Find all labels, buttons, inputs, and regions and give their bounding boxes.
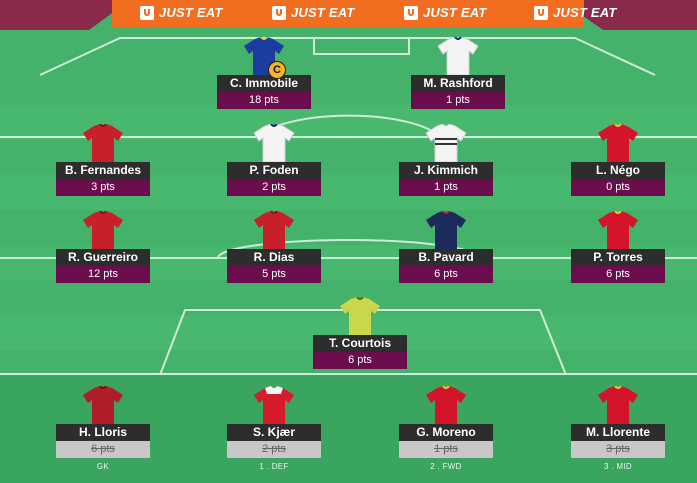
player-name: H. Lloris [56, 424, 150, 441]
bench-player-card[interactable]: G. Moreno 1 pts 2 . FWD [399, 386, 493, 471]
player-card[interactable]: J. Kimmich 1 pts [399, 124, 493, 196]
yellow-shirt-icon [340, 297, 380, 335]
sponsor-logo: JUST EAT [404, 5, 486, 20]
player-name: B. Fernandes [56, 162, 150, 179]
sponsor-icon [534, 5, 548, 20]
bench-player-card[interactable]: M. Llorente 3 pts 3 . MID [571, 386, 665, 471]
bench-player-card[interactable]: H. Lloris 6 pts GK [56, 386, 150, 471]
red-shirt-icon [598, 386, 638, 424]
player-points: 18 pts [217, 92, 311, 109]
player-points: 6 pts [399, 266, 493, 283]
player-name: B. Pavard [399, 249, 493, 266]
sponsor-logo: JUST EAT [272, 5, 354, 20]
player-name: G. Moreno [399, 424, 493, 441]
player-card[interactable]: B. Pavard 6 pts [399, 211, 493, 283]
player-name: L. Négo [571, 162, 665, 179]
sponsor-logo: JUST EAT [534, 5, 616, 20]
player-card[interactable]: C C. Immobile 18 pts [217, 37, 311, 109]
player-name: S. Kjær [227, 424, 321, 441]
player-points: 3 pts [56, 179, 150, 196]
player-name: M. Llorente [571, 424, 665, 441]
player-points: 12 pts [56, 266, 150, 283]
player-points: 1 pts [399, 441, 493, 458]
player-name: M. Rashford [411, 75, 505, 92]
player-points: 5 pts [227, 266, 321, 283]
player-card[interactable]: R. Guerreiro 12 pts [56, 211, 150, 283]
player-name: J. Kimmich [399, 162, 493, 179]
player-points: 0 pts [571, 179, 665, 196]
bench-player-card[interactable]: S. Kjær 2 pts 1 . DEF [227, 386, 321, 471]
player-points: 1 pts [411, 92, 505, 109]
player-points: 1 pts [399, 179, 493, 196]
red-shirt-icon [83, 211, 123, 249]
player-card[interactable]: T. Courtois 6 pts [313, 297, 407, 369]
white-black-shirt-icon [425, 124, 467, 162]
player-name: P. Foden [227, 162, 321, 179]
player-name: T. Courtois [313, 335, 407, 352]
player-card[interactable]: P. Torres 6 pts [571, 211, 665, 283]
red-shirt-icon [83, 386, 123, 424]
player-points: 6 pts [571, 266, 665, 283]
player-name: C. Immobile [217, 75, 311, 92]
bench-position-label: 3 . MID [604, 462, 632, 471]
player-points: 2 pts [227, 179, 321, 196]
player-points: 3 pts [571, 441, 665, 458]
navy-shirt-icon [426, 211, 466, 249]
white-shirt-icon [253, 124, 295, 162]
captain-badge: C [268, 61, 286, 79]
sponsor-icon [140, 5, 154, 20]
red-shirt-icon [426, 386, 466, 424]
player-points: 2 pts [227, 441, 321, 458]
red-white-shirt-icon [254, 386, 294, 424]
player-name: P. Torres [571, 249, 665, 266]
sponsor-logo: JUST EAT [140, 5, 222, 20]
red-shirt-icon [83, 124, 123, 162]
bench-position-label: 2 . FWD [430, 462, 462, 471]
player-card[interactable]: P. Foden 2 pts [227, 124, 321, 196]
bench-position-label: GK [96, 462, 110, 471]
white-shirt-icon [437, 37, 479, 75]
player-card[interactable]: M. Rashford 1 pts [411, 37, 505, 109]
red-shirt-icon [598, 124, 638, 162]
player-card[interactable]: R. Dias 5 pts [227, 211, 321, 283]
player-name: R. Dias [227, 249, 321, 266]
bench-position-label: 1 . DEF [259, 462, 289, 471]
sponsor-icon [404, 5, 418, 20]
player-card[interactable]: L. Négo 0 pts [571, 124, 665, 196]
sponsor-icon [272, 5, 286, 20]
sponsor-board-top [112, 0, 584, 27]
player-card[interactable]: B. Fernandes 3 pts [56, 124, 150, 196]
red-shirt-icon [598, 211, 638, 249]
red-shirt-icon [254, 211, 294, 249]
player-name: R. Guerreiro [56, 249, 150, 266]
player-points: 6 pts [313, 352, 407, 369]
player-points: 6 pts [56, 441, 150, 458]
